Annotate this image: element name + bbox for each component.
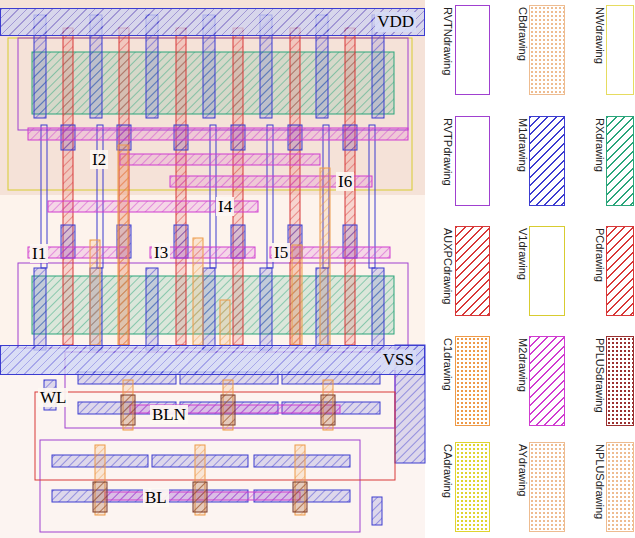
contact	[321, 395, 335, 425]
rail-name: VDD	[375, 12, 416, 32]
contact	[93, 482, 107, 512]
m1-strap	[34, 268, 46, 350]
legend-text: NWdrawing	[593, 7, 606, 64]
legend-swatch	[529, 442, 565, 532]
pin-label: I5	[272, 243, 290, 262]
legend-swatch	[455, 336, 490, 426]
legend-swatch	[606, 116, 634, 206]
m1-strap	[372, 268, 384, 350]
legend-swatch	[529, 226, 565, 316]
poly-gate	[63, 28, 73, 345]
legend-swatch	[529, 336, 565, 426]
pin-label: BLN	[150, 405, 188, 424]
legend-text: AUXPCdrawing	[441, 228, 454, 304]
contact	[293, 482, 307, 512]
legend-text: C1drawing	[441, 338, 454, 391]
contact	[193, 482, 207, 512]
legend-swatch	[455, 116, 490, 206]
auxpc-outline	[35, 392, 395, 480]
c1-via	[292, 245, 302, 345]
legend-text: M1drawing	[516, 118, 529, 172]
legend-swatch	[529, 5, 565, 95]
legend-text: AYdrawing	[516, 444, 529, 496]
c1-via	[90, 240, 100, 345]
m1-pin	[372, 497, 382, 525]
legend-text: RXdrawing	[593, 118, 606, 172]
pin-label: I6	[336, 172, 354, 191]
pin-label: I2	[90, 150, 108, 169]
m2-bar	[28, 128, 408, 140]
legend-text: RVTPdrawing	[441, 118, 454, 186]
c1-via	[118, 145, 128, 345]
legend-text: M2drawing	[516, 338, 529, 392]
pin-label: BL	[143, 488, 169, 507]
poly-gate	[119, 28, 129, 345]
legend-text: CAdrawing	[441, 444, 454, 498]
legend-text: V1drawing	[516, 228, 529, 280]
contact	[121, 395, 135, 425]
legend-swatch	[455, 226, 490, 316]
pin-label: WL	[38, 388, 68, 407]
legend-swatch	[606, 226, 634, 316]
legend-text: CBdrawing	[516, 7, 529, 61]
array-region	[0, 375, 425, 538]
m2-bar	[120, 154, 320, 165]
legend-swatch	[606, 5, 634, 95]
pin-label: I1	[30, 244, 48, 263]
m1-strap	[146, 268, 158, 350]
m1-strap	[260, 268, 272, 350]
legend-swatch	[606, 442, 634, 532]
legend-text: NPLUSdrawing	[593, 444, 606, 519]
legend-swatch	[529, 116, 565, 206]
array-outline	[40, 440, 360, 532]
power-rail: VSS	[0, 345, 425, 375]
c1-via	[220, 300, 230, 345]
legend-text: RVTNdrawing	[441, 7, 454, 75]
m1-strap	[203, 268, 215, 350]
pin-label: I4	[216, 197, 234, 216]
c1-via	[320, 168, 330, 345]
legend-swatch	[606, 336, 634, 426]
legend-swatch	[455, 442, 490, 532]
c1-via	[193, 238, 203, 345]
contact	[221, 395, 235, 425]
rail-name: VSS	[381, 350, 416, 370]
power-rail: VDD	[0, 8, 425, 36]
legend-text: PCdrawing	[593, 228, 606, 282]
pin-label: I3	[152, 243, 170, 262]
legend-swatch	[455, 5, 490, 95]
legend-text: PPLUSdrawing	[593, 338, 606, 413]
